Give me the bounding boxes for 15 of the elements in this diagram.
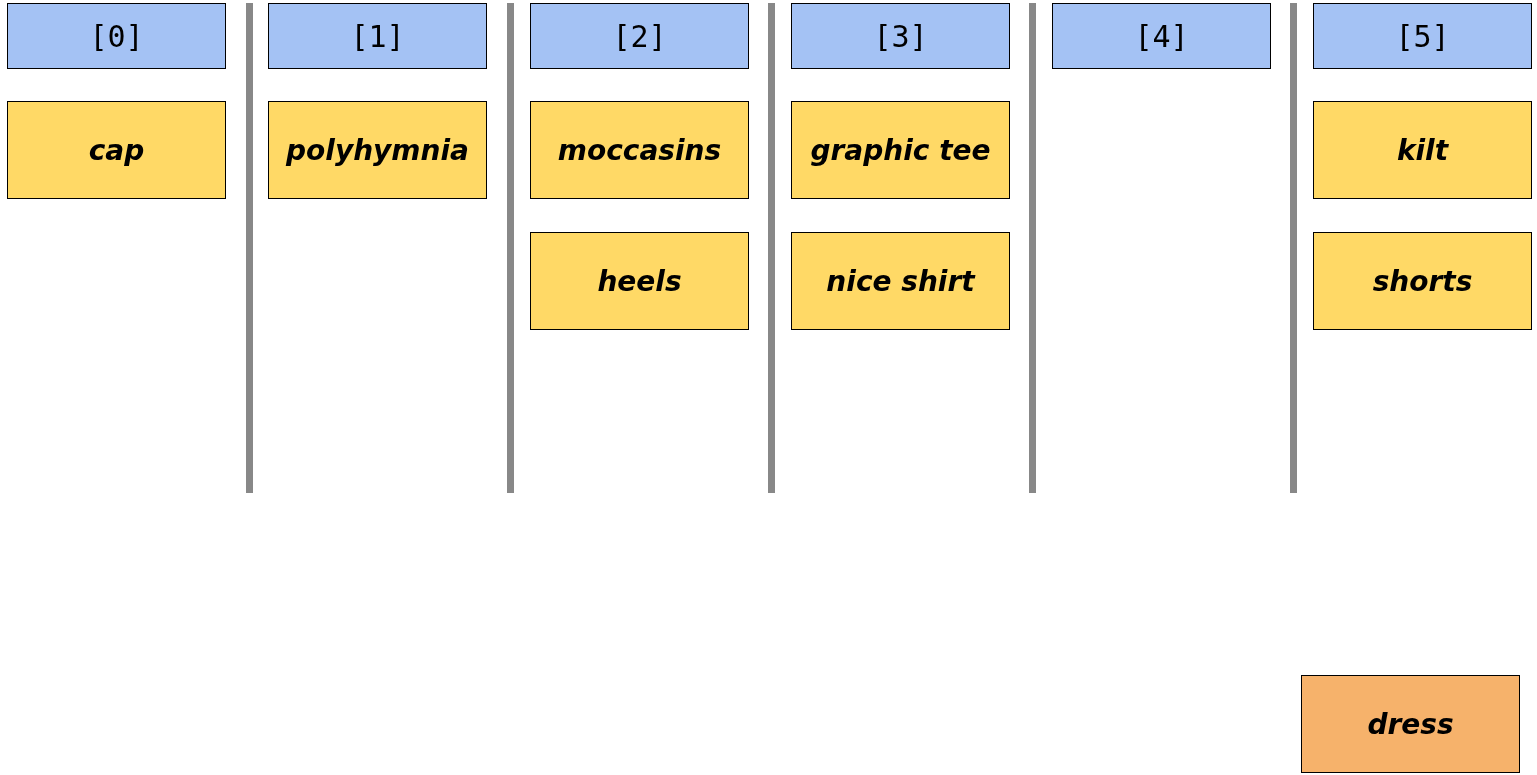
item-box: heels	[530, 232, 749, 330]
bucket-header: [4]	[1052, 3, 1271, 69]
bucket-header: [0]	[7, 3, 226, 69]
item-box: graphic tee	[791, 101, 1010, 199]
bucket-header: [5]	[1313, 3, 1532, 69]
item-box: dress	[1301, 675, 1520, 773]
bucket-header: [3]	[791, 3, 1010, 69]
item-box: nice shirt	[791, 232, 1010, 330]
item-box: cap	[7, 101, 226, 199]
item-box: moccasins	[530, 101, 749, 199]
item-box: shorts	[1313, 232, 1532, 330]
item-box: kilt	[1313, 101, 1532, 199]
item-box: polyhymnia	[268, 101, 487, 199]
bucket-header: [2]	[530, 3, 749, 69]
bucket-header: [1]	[268, 3, 487, 69]
